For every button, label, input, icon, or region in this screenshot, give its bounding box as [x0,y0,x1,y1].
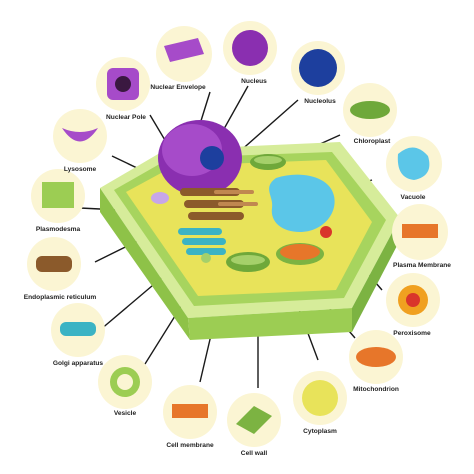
label-peroxisome: Peroxisome [393,330,431,337]
label-vacuole: Vacuole [400,194,426,201]
nucleolus-icon [299,49,337,87]
nucleolus [200,146,224,170]
label-golgi-apparatus: Golgi apparatus [52,360,104,367]
mitochondrion [276,243,324,265]
cell-wall-right [352,218,400,332]
cytoplasm-icon [302,380,338,416]
label-nucleus: Nucleus [241,78,267,85]
vacuole-icon [397,147,430,180]
label-lysosome: Lysosome [63,166,97,173]
label-mitochondrion: Mitochondrion [353,386,399,393]
label-cytoplasm: Cytoplasm [303,428,337,435]
lysosome-icon [62,128,98,142]
er-icon [36,256,72,272]
er-tubes [214,190,258,206]
plasmodesma-icon [42,182,74,208]
label-endoplasmic-reticulum: Endoplasmic reticulum [23,294,97,301]
label-nuclear-envelope: Nuclear Envelope [150,84,206,91]
chloroplast [226,154,286,272]
golgi-icon [60,322,96,336]
chloroplast-icon [350,101,390,119]
label-chloroplast: Chloroplast [353,138,391,145]
vacuole [269,174,335,232]
label-cell-wall: Cell wall [240,450,268,457]
mitochondrion-icon [356,347,396,367]
plasma-membrane-icon [402,224,438,238]
label-plasma-membrane: Plasma Membrane [393,262,451,269]
label-vesicle: Vesicle [113,410,137,417]
cell-wall-icon [236,406,272,434]
plant-cell [100,120,400,340]
label-cell-membrane: Cell membrane [166,442,214,449]
nucleus-icon [232,30,268,66]
lysosome [151,192,169,204]
label-plasmodesma: Plasmodesma [35,226,81,233]
organelle-icons [27,21,448,447]
golgi-apparatus [178,228,226,255]
cell-membrane-icon [172,404,208,418]
peroxisome [320,226,332,238]
cell-wall-side [100,188,190,340]
label-nucleolus: Nucleolus [304,98,336,105]
cell-wall-front [188,308,352,340]
label-nuclear-pole: Nuclear Pole [106,114,146,121]
nuclear-envelope-icon [164,38,204,62]
vesicle [201,253,211,263]
